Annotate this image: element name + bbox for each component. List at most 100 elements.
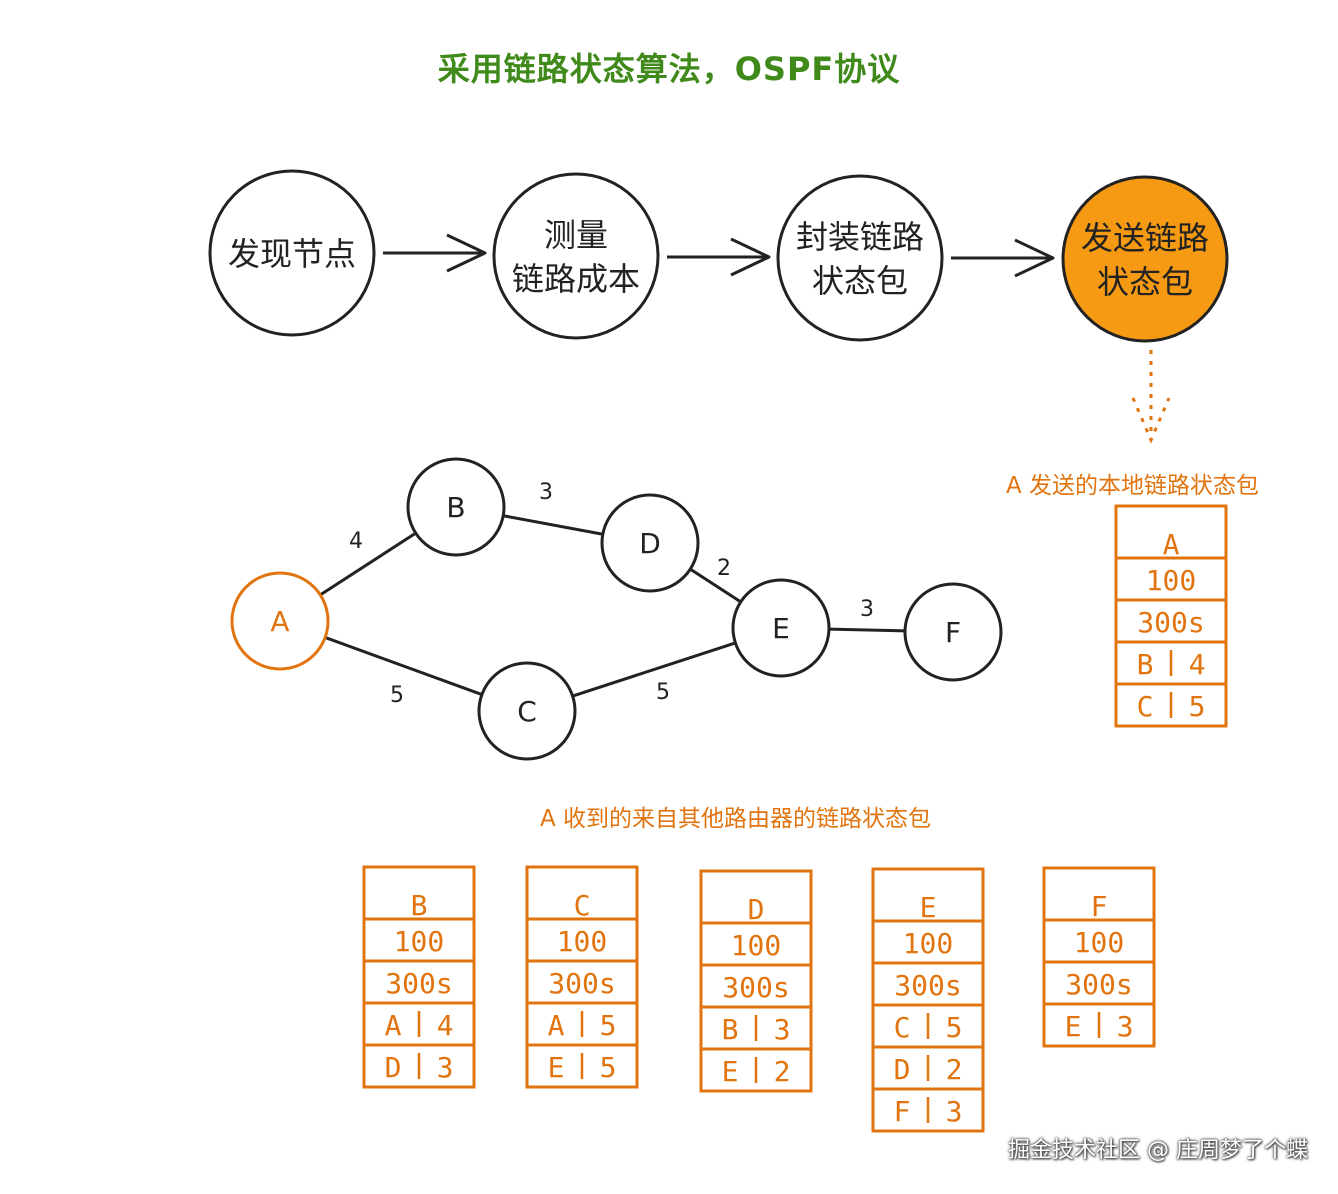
packet-age: 300s bbox=[1137, 606, 1204, 639]
edge-A-C: 5 bbox=[324, 636, 483, 708]
packet-sequence: 100 bbox=[557, 925, 608, 958]
router-node-E: E bbox=[731, 578, 831, 678]
router-node-label: C bbox=[517, 695, 537, 728]
packet-router-id: F bbox=[1091, 890, 1108, 923]
send-down-arrow bbox=[1131, 350, 1171, 444]
edge-cost-label: 4 bbox=[349, 529, 363, 554]
edge-cost-label: 5 bbox=[656, 680, 670, 705]
step-label: 状态包 bbox=[812, 262, 908, 300]
edge-cost-label: 3 bbox=[539, 480, 553, 505]
edge-cost-label: 2 bbox=[717, 556, 731, 581]
packet-cost: 5 bbox=[946, 1011, 963, 1044]
packet-router-id: E bbox=[920, 891, 937, 924]
packet-neighbor: D bbox=[385, 1051, 402, 1084]
step-label: 状态包 bbox=[1097, 263, 1193, 301]
packet-neighbor: E bbox=[1065, 1010, 1082, 1043]
packet-neighbor: B bbox=[722, 1013, 739, 1046]
packet-cost: 3 bbox=[946, 1095, 963, 1128]
edge-A-B: 4 bbox=[319, 529, 417, 597]
page-title: 采用链路状态算法，OSPF协议 bbox=[437, 50, 901, 88]
packet-router-id: B bbox=[411, 889, 428, 922]
packet-cost: 3 bbox=[437, 1051, 454, 1084]
sent-packet-label: A 发送的本地链路状态包 bbox=[1006, 473, 1260, 499]
router-node-label: B bbox=[446, 491, 465, 524]
step-label: 测量 bbox=[544, 216, 608, 254]
router-node-label: F bbox=[945, 616, 961, 649]
packet-neighbor: A bbox=[548, 1009, 565, 1042]
flow-arrow bbox=[951, 238, 1055, 278]
packet-cost: 3 bbox=[1117, 1010, 1134, 1043]
flow-arrow bbox=[383, 233, 487, 273]
router-node-F: F bbox=[903, 582, 1003, 682]
packet-router-id: A bbox=[1163, 528, 1180, 561]
packet-sequence: 100 bbox=[1146, 564, 1197, 597]
edge-D-E: 2 bbox=[689, 556, 742, 604]
process-steps: 发现节点测量链路成本封装链路状态包发送链路状态包 bbox=[208, 169, 1229, 444]
router-node-label: E bbox=[772, 612, 790, 645]
received-packets-label: A 收到的来自其他路由器的链路状态包 bbox=[540, 806, 932, 832]
packet-neighbor: B bbox=[1137, 648, 1154, 681]
router-node-label: D bbox=[639, 527, 661, 560]
router-node-A: A bbox=[230, 571, 330, 671]
packet-cost: 5 bbox=[600, 1051, 617, 1084]
packet-cost: 5 bbox=[600, 1009, 617, 1042]
packet-neighbor: E bbox=[548, 1051, 565, 1084]
packet-router-id: C bbox=[574, 889, 591, 922]
router-node-C: C bbox=[477, 661, 577, 761]
router-node-label: A bbox=[270, 605, 289, 638]
packet-age: 300s bbox=[548, 967, 615, 1000]
edge-cost-label: 5 bbox=[390, 683, 404, 708]
packet-cost: 2 bbox=[946, 1053, 963, 1086]
edge-B-D: 3 bbox=[502, 480, 604, 536]
step-label: 封装链路 bbox=[796, 218, 924, 256]
packet-neighbor: A bbox=[385, 1009, 402, 1042]
packet-sequence: 100 bbox=[1074, 926, 1125, 959]
step-label: 链路成本 bbox=[512, 260, 640, 298]
packet-cost: 5 bbox=[1189, 690, 1206, 723]
packet-neighbor: E bbox=[722, 1055, 739, 1088]
packet-age: 300s bbox=[1065, 968, 1132, 1001]
packet-age: 300s bbox=[385, 967, 452, 1000]
edge-E-F: 3 bbox=[828, 597, 906, 633]
edge-cost-label: 3 bbox=[860, 597, 874, 622]
packet-sequence: 100 bbox=[903, 927, 954, 960]
step-label: 发送链路 bbox=[1081, 219, 1209, 257]
packet-cost: 4 bbox=[437, 1009, 454, 1042]
edge-C-E: 5 bbox=[572, 641, 736, 705]
packet-age: 300s bbox=[894, 969, 961, 1002]
flow-arrow bbox=[667, 237, 771, 277]
step-discover-nodes: 发现节点 bbox=[208, 169, 376, 337]
step-label: 发现节点 bbox=[228, 235, 356, 273]
packet-cost: 2 bbox=[774, 1055, 791, 1088]
router-node-B: B bbox=[406, 457, 506, 557]
packet-neighbor: C bbox=[1137, 690, 1154, 723]
packet-neighbor: C bbox=[894, 1011, 911, 1044]
packet-age: 300s bbox=[722, 971, 789, 1004]
watermark: 掘金技术社区 @ 庄周梦了个蝶 bbox=[1008, 1138, 1308, 1163]
packet-sequence: 100 bbox=[394, 925, 445, 958]
packet-neighbor: F bbox=[894, 1095, 911, 1128]
